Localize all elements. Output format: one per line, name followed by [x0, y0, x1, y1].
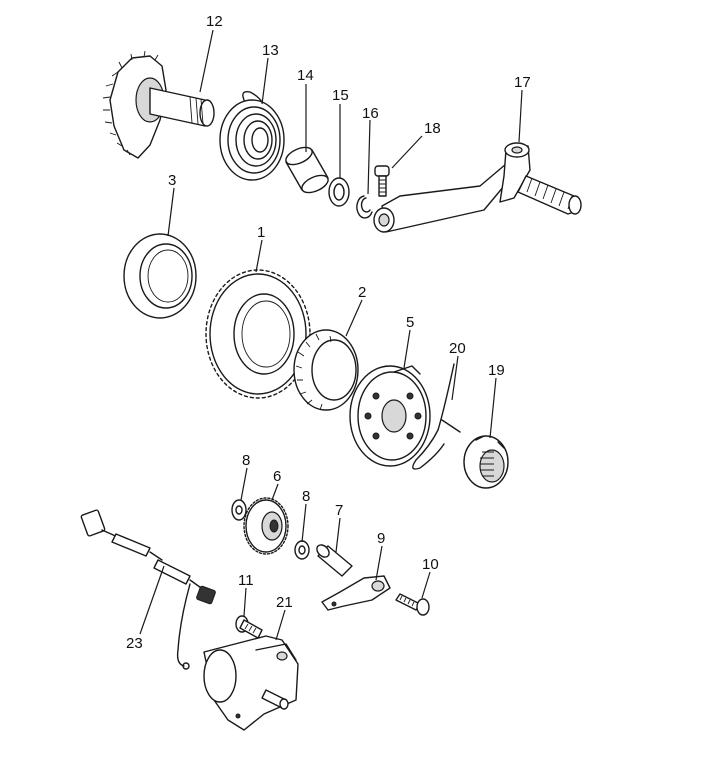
wire-harness: [80, 509, 216, 670]
label-part-1: 1: [257, 224, 265, 241]
spring-clip: [412, 363, 461, 470]
label-part-18: 18: [424, 120, 441, 137]
washer-15: [328, 177, 350, 207]
label-part-19: 19: [488, 362, 505, 379]
bracket: [321, 575, 391, 611]
seal-ring: [123, 233, 197, 319]
label-part-20: 20: [449, 340, 466, 357]
drive-gear: [463, 435, 509, 489]
label-part-21: 21: [276, 594, 293, 611]
label-part-2: 2: [358, 284, 366, 301]
label-part-12: 12: [206, 13, 223, 30]
label-part-3: 3: [168, 172, 176, 189]
label-part-9: 9: [377, 530, 385, 547]
label-part-14: 14: [297, 67, 314, 84]
circlip-16: [356, 195, 373, 219]
starter-motor: [203, 635, 299, 731]
kick-gear-shaft: [102, 50, 215, 159]
label-part-13: 13: [262, 42, 279, 59]
idler-pin: [316, 544, 353, 577]
spiral-spring: [219, 90, 285, 181]
screw-10: [395, 593, 430, 616]
leader-lines: [139, 29, 523, 641]
part-labels: 12 13 14 15 16 18 17 3 1 2 5 20 19 8 6 8…: [126, 13, 531, 652]
label-part-23: 23: [126, 635, 143, 652]
kick-lever: [373, 142, 582, 233]
sleeve: [285, 146, 329, 194]
washer-8-upper: [231, 499, 247, 521]
label-part-16: 16: [362, 105, 379, 122]
label-part-11: 11: [238, 572, 254, 589]
label-part-15: 15: [332, 87, 349, 104]
ring-gear: [205, 269, 311, 399]
label-part-17: 17: [514, 74, 531, 91]
bolt-18: [374, 165, 390, 197]
label-part-6: 6: [273, 468, 281, 485]
label-part-10: 10: [422, 556, 439, 573]
clutch-plate: [349, 365, 431, 467]
label-part-7: 7: [335, 502, 343, 519]
washer-8-lower: [294, 540, 310, 560]
label-part-8-lower: 8: [302, 488, 310, 505]
idler-gear: [243, 497, 289, 555]
bolt-11: [235, 615, 263, 639]
roller-cage: [293, 329, 359, 411]
label-part-8-upper: 8: [242, 452, 250, 469]
label-part-5: 5: [406, 314, 414, 331]
